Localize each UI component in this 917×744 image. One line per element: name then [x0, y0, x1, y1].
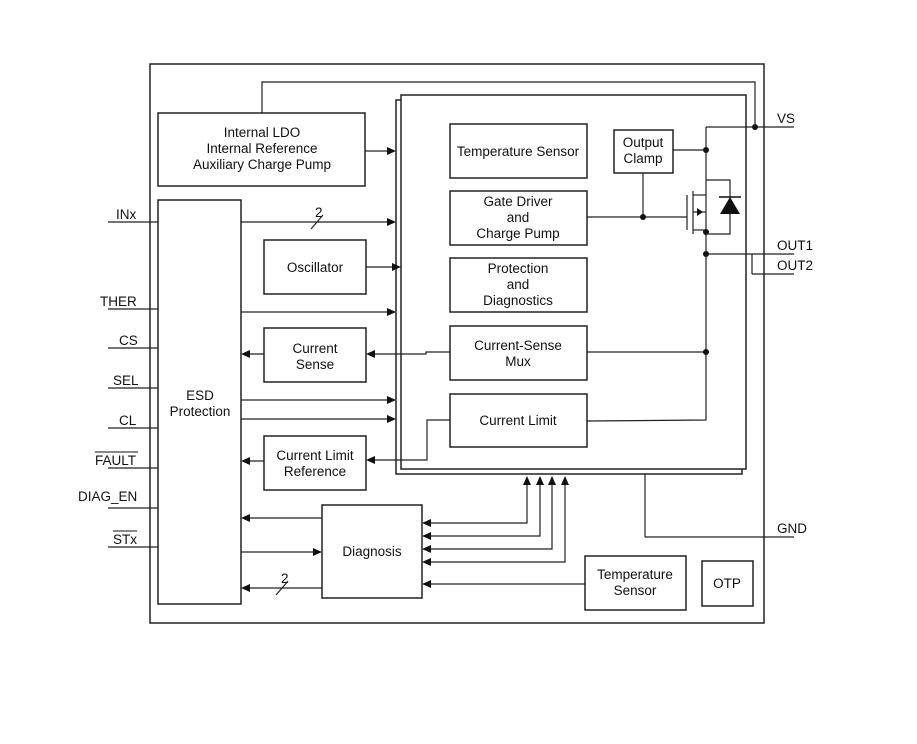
esd-line-1: ESD	[186, 388, 214, 403]
otp-block: OTP	[701, 560, 754, 607]
clamp-line-2: Clamp	[623, 151, 662, 166]
pin-out2-label: OUT2	[777, 258, 813, 273]
diagnosis-block: Diagnosis	[321, 504, 423, 599]
temp-outer-line-1: Temperature	[597, 567, 673, 582]
vs-to-ldo-line	[261, 81, 756, 127]
pin-gnd: GND	[644, 474, 807, 538]
cl-ref-line-2: Reference	[284, 464, 346, 479]
output-clamp-block: Output Clamp	[613, 129, 674, 174]
pin-inx-label: INx	[116, 207, 137, 222]
pin-ther: THER	[100, 294, 158, 310]
current-limit-label: Current Limit	[479, 413, 557, 428]
pin-cl: CL	[108, 413, 158, 429]
pin-cs-label: CS	[119, 333, 138, 348]
pin-vs-label: VS	[777, 111, 795, 126]
ldo-line-1: Internal LDO	[224, 125, 301, 140]
gate-driver-line-1: Gate Driver	[483, 194, 553, 209]
pin-vs: VS	[706, 111, 795, 130]
current-limit-reference-block: Current Limit Reference	[263, 435, 367, 491]
pin-ther-label: THER	[100, 294, 137, 309]
current-limit-block: Current Limit	[449, 393, 588, 448]
pin-stx: STx	[108, 530, 158, 548]
pin-sel-label: SEL	[113, 373, 139, 388]
diagnosis-label: Diagnosis	[342, 544, 402, 559]
pin-inx: INx	[108, 207, 158, 223]
gate-driver-line-3: Charge Pump	[476, 226, 559, 241]
pin-out1-label: OUT1	[777, 238, 813, 253]
cl-ref-line-1: Current Limit	[276, 448, 354, 463]
oscillator-block: Oscillator	[263, 239, 367, 295]
current-sense-block: Current Sense	[263, 327, 367, 383]
temp-inner-label: Temperature Sensor	[457, 144, 580, 159]
ldo-line-3: Auxiliary Charge Pump	[193, 157, 331, 172]
temp-outer-line-2: Sensor	[614, 583, 657, 598]
pin-diag-en: DIAG_EN	[78, 489, 158, 509]
pin-fault: FAULT	[95, 451, 158, 469]
pin-gnd-label: GND	[777, 521, 807, 536]
pin-sel: SEL	[108, 373, 158, 389]
gate-driver-line-2: and	[507, 210, 530, 225]
inx-bus-width: 2	[315, 205, 323, 220]
pin-cl-label: CL	[119, 413, 137, 428]
current-sense-mux-block: Current-Sense Mux	[449, 325, 588, 381]
fet-sense-line	[586, 254, 707, 422]
pin-out2: OUT2	[751, 254, 813, 275]
protection-diagnostics-block: Protection and Diagnostics	[449, 257, 588, 313]
diag-die-links	[422, 476, 569, 566]
pin-cs: CS	[108, 333, 158, 349]
clamp-line-1: Output	[623, 135, 664, 150]
otp-label: OTP	[713, 576, 741, 591]
ldo-line-2: Internal Reference	[206, 141, 317, 156]
current-sense-line-2: Sense	[296, 357, 334, 372]
power-mosfet-symbol	[673, 127, 741, 257]
cs-mux-line-1: Current-Sense	[474, 338, 562, 353]
temperature-sensor-outer-block: Temperature Sensor	[584, 555, 687, 611]
package-outline	[149, 63, 765, 624]
temperature-sensor-inner-block: Temperature Sensor	[449, 123, 588, 179]
prot-diag-line-3: Diagnostics	[483, 293, 553, 308]
pin-stx-label: STx	[113, 532, 137, 547]
pin-fault-label: FAULT	[95, 453, 136, 468]
current-sense-line-1: Current	[292, 341, 337, 356]
esd-line-2: Protection	[170, 404, 231, 419]
prot-diag-line-1: Protection	[488, 261, 549, 276]
oscillator-label: Oscillator	[287, 260, 344, 275]
cs-mux-line-2: Mux	[505, 354, 531, 369]
gate-driver-block: Gate Driver and Charge Pump	[449, 190, 588, 246]
esd-protection-block: ESD Protection	[157, 199, 242, 605]
stx-bus-width: 2	[281, 571, 289, 586]
pin-out1: OUT1	[706, 238, 813, 255]
pin-diag-en-label: DIAG_EN	[78, 489, 137, 504]
body-diode-icon	[720, 197, 740, 214]
ldo-block: Internal LDO Internal Reference Auxiliar…	[157, 112, 366, 187]
prot-diag-line-2: and	[507, 277, 530, 292]
